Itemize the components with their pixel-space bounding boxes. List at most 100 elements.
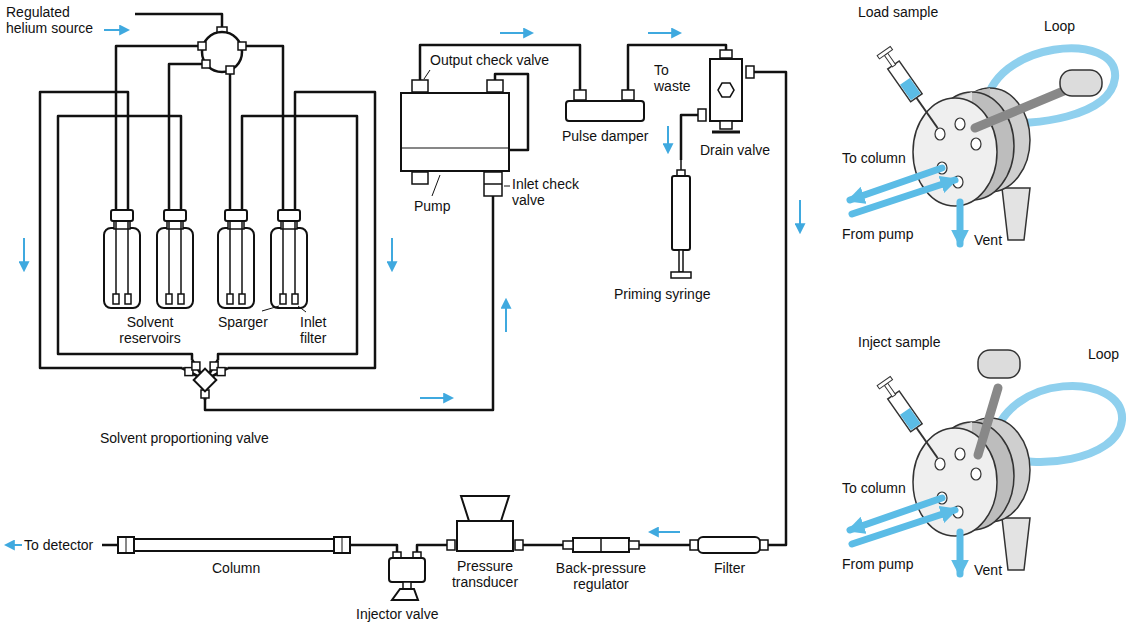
drain-valve-shape: [720, 121, 732, 129]
flow-arrow: [799, 200, 801, 232]
tube-fitting: [484, 172, 502, 196]
hplc-column-shape: [334, 537, 350, 553]
helium-distributor: [198, 42, 206, 50]
pressure-transducer-shape: [461, 496, 509, 521]
step-title: Inject sample: [858, 334, 940, 350]
drain-valve-shape: [706, 58, 746, 136]
part-label: Solvent reservoirs: [100, 314, 200, 346]
flow-label: To column: [842, 480, 906, 496]
back-pressure-regulator: Back-pressure regulator: [563, 537, 639, 553]
tubing-connector: [205, 172, 493, 410]
injector-valve-shape: [389, 558, 425, 582]
flow-label: From pump: [842, 226, 914, 242]
inline-filter: Filter: [690, 536, 768, 554]
flow-label: Vent: [974, 232, 1002, 248]
flow-label: To column: [842, 150, 906, 166]
tubing: [169, 64, 206, 210]
flow-label: From pump: [842, 556, 914, 572]
tube-fitting: [412, 80, 428, 92]
priming-syringe-shape: [672, 176, 690, 250]
flow-arrow: [500, 32, 532, 34]
pulse-damper-shape: [565, 100, 645, 122]
part-label: Inlet check valve: [512, 176, 602, 208]
part-label: Inlet filter: [300, 314, 340, 346]
flow-label: Vent: [974, 562, 1002, 578]
solvent-bottle: [157, 210, 193, 308]
flow-label: To column: [842, 480, 906, 496]
tube-fitting: [574, 90, 586, 100]
step-title: Inject sample: [858, 334, 940, 350]
priming-syringe-shape: [668, 160, 694, 280]
hplc-column-shape: [342, 537, 343, 553]
pump-body: Pump: [400, 92, 510, 172]
part-label: Inlet check valve: [512, 176, 602, 208]
tube-fitting: [515, 540, 523, 550]
hplc-column-shape: [126, 537, 127, 553]
drain-valve-shape: [710, 59, 742, 121]
inline-filter-shape: [760, 540, 768, 550]
injector-valve-illustration: [850, 376, 1030, 574]
inline-filter-shape: [690, 540, 698, 550]
flow-label: From pump: [842, 556, 914, 572]
gas-source-label: Regulated helium source: [6, 4, 106, 36]
proportioning-valve-shape: [194, 369, 217, 392]
part-label: Loop: [1044, 18, 1075, 34]
part-label: Output check valve: [430, 52, 549, 68]
part-label: Sparger: [218, 314, 268, 330]
flow-arrow: [6, 544, 22, 546]
component-label: Pressure transducer: [445, 558, 525, 590]
component-label: Filter: [714, 560, 745, 576]
outlet-label: To waste: [654, 62, 702, 94]
solvent-bottle: [104, 210, 140, 308]
tube-fitting: [447, 540, 455, 550]
solvent-bottle: [218, 210, 254, 308]
pressure-transducer-shape: [457, 521, 513, 551]
part-label: Loop: [1044, 18, 1075, 34]
tube-fitting: [622, 90, 634, 100]
part-label: Loop: [1088, 346, 1119, 362]
tubing-connector: [639, 544, 690, 547]
part-label: Output check valve: [430, 52, 549, 68]
tubing: [229, 71, 232, 210]
component-label: Drain valve: [700, 142, 770, 158]
valve-handle: [978, 350, 1020, 378]
proportioning-valve-shape: [192, 362, 200, 370]
helium-distributor: [238, 42, 246, 50]
leader-line: [432, 175, 440, 196]
tubing-connector: [420, 45, 580, 100]
component-label: Injector valve: [356, 606, 438, 622]
helium-distributor: [202, 60, 210, 68]
tube-fitting: [746, 66, 754, 78]
back-pressure-regulator-shape: [573, 538, 629, 552]
flow-label: From pump: [842, 226, 914, 242]
flow-arrow: [391, 238, 393, 270]
flow-label: Vent: [974, 562, 1002, 578]
flow-label: To column: [842, 150, 906, 166]
part-label: Loop: [1088, 346, 1119, 362]
hplc-column-shape: [118, 537, 134, 553]
pump-body-shape: [401, 147, 509, 148]
back-pressure-regulator-shape: [563, 537, 639, 553]
solvent-bottle: [271, 210, 307, 308]
leader-line: [262, 306, 279, 311]
outlet-label: To detector: [24, 537, 93, 553]
priming-syringe-shape: [671, 272, 691, 278]
tubing-connector: [350, 545, 397, 552]
tubing: [40, 14, 528, 545]
back-pressure-regulator-shape: [600, 538, 602, 552]
leader-line: [424, 70, 430, 79]
priming-syringe-shape: [679, 250, 683, 272]
flow-label: Vent: [974, 232, 1002, 248]
hplc-column-shape: [134, 539, 334, 551]
injector-valve-illustration: [850, 46, 1030, 244]
inline-filter-shape: [698, 537, 760, 553]
pulse-damper: Pulse damper: [565, 100, 645, 122]
valve-handle: [975, 70, 1102, 455]
pump-body-shape: [400, 92, 510, 172]
outlet-label: To detector: [24, 537, 93, 553]
pressure-transducer-shape: [455, 495, 515, 552]
helium-distributor: [198, 27, 246, 74]
component-label: Back-pressure regulator: [551, 560, 651, 592]
hplc-column-shape: [118, 536, 350, 554]
